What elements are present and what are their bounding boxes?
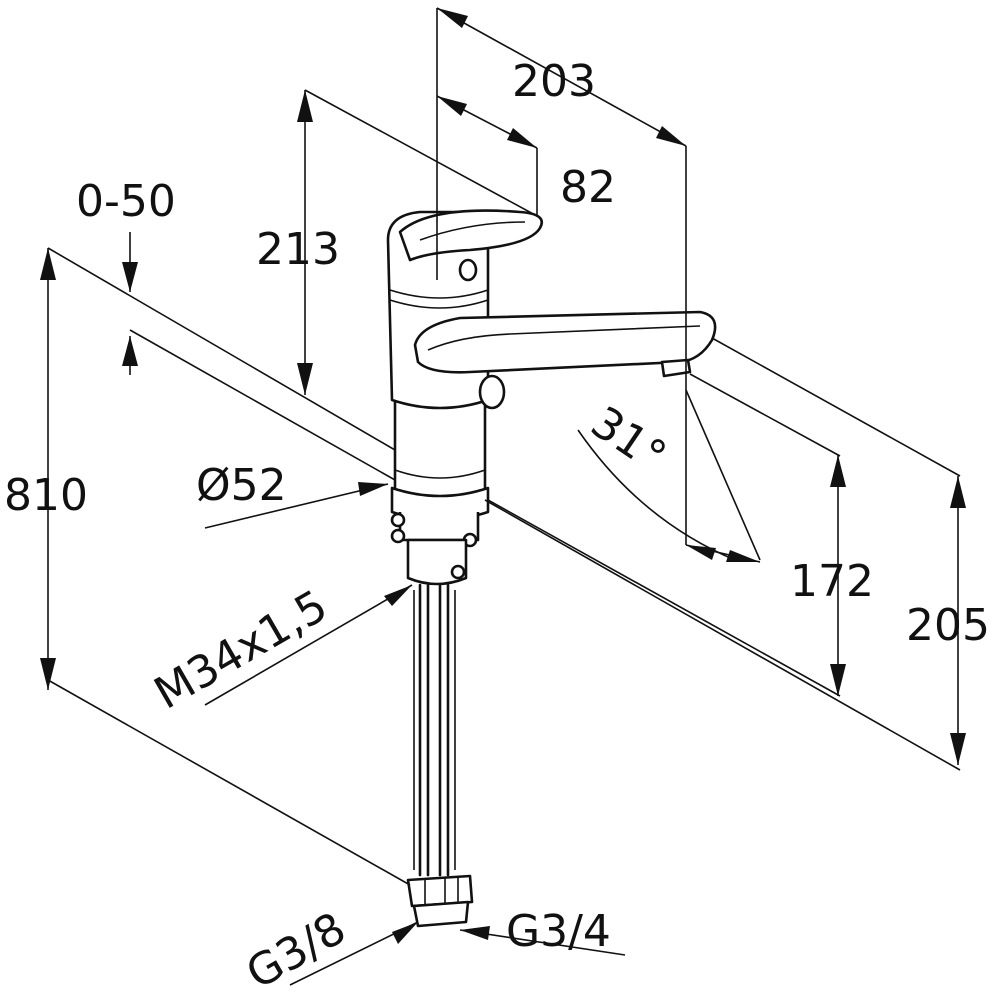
label-205: 205: [906, 600, 990, 651]
faucet-body: [386, 209, 717, 586]
label-213: 213: [256, 224, 340, 275]
dimension-lines: [47, 7, 961, 986]
label-angle-31: 31°: [582, 397, 675, 483]
label-g3-8: G3/8: [238, 903, 354, 1000]
label-172: 172: [790, 556, 874, 607]
label-203: 203: [512, 56, 596, 107]
label-0-50: 0-50: [76, 176, 176, 227]
label-thread-m34: M34x1,5: [146, 580, 336, 719]
label-diameter-52: Ø52: [196, 460, 287, 511]
label-g3-4: G3/4: [506, 906, 611, 957]
label-82: 82: [560, 162, 616, 213]
supply-hoses: [406, 583, 474, 928]
label-810: 810: [4, 470, 88, 521]
dimension-labels: 203 82 213 0-50 810 Ø52 M34x1,5 31° 172 …: [4, 56, 990, 1000]
arrowheads: [40, 8, 966, 944]
